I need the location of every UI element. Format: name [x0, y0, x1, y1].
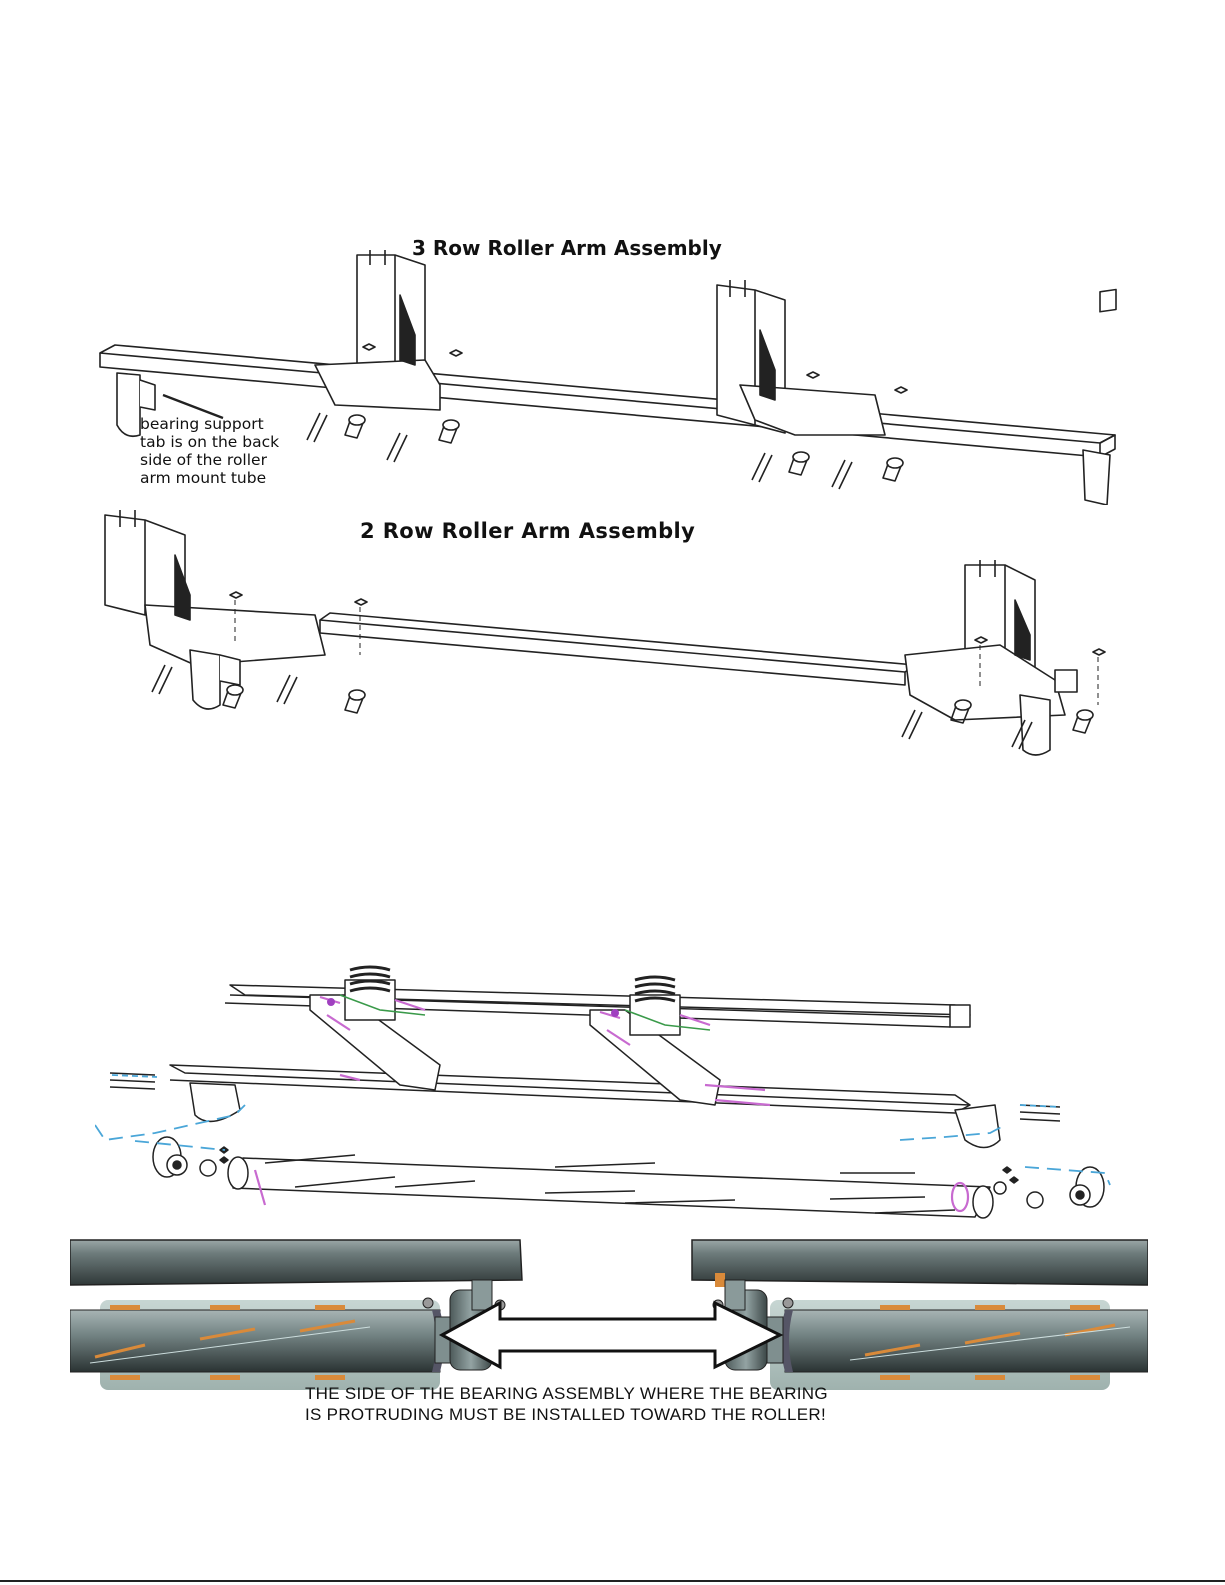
figure-2-row-assembly	[95, 505, 1125, 765]
2-row-assembly-drawing	[95, 505, 1125, 765]
title-2-row: 2 Row Roller Arm Assembly	[360, 519, 695, 543]
note-line: arm mount tube	[140, 469, 340, 487]
note-line: bearing support	[140, 415, 340, 433]
double-arrow	[442, 1303, 780, 1367]
page-bottom-rule	[0, 1580, 1225, 1582]
note-line: side of the roller	[140, 451, 340, 469]
bearing-support-note: bearing support tab is on the back side …	[140, 415, 340, 487]
bearing-orientation-caption: THE SIDE OF THE BEARING ASSEMBLY WHERE T…	[305, 1383, 828, 1425]
caption-line: THE SIDE OF THE BEARING ASSEMBLY WHERE T…	[305, 1383, 828, 1404]
title-3-row: 3 Row Roller Arm Assembly	[412, 236, 722, 260]
bearing-orientation-drawing	[70, 1235, 1148, 1390]
note-line: tab is on the back	[140, 433, 340, 451]
figure-bearing-orientation	[70, 1235, 1148, 1390]
exploded-roller-drawing	[95, 955, 1125, 1225]
figure-exploded-roller-assembly	[95, 955, 1125, 1225]
caption-line: IS PROTRUDING MUST BE INSTALLED TOWARD T…	[305, 1404, 828, 1425]
